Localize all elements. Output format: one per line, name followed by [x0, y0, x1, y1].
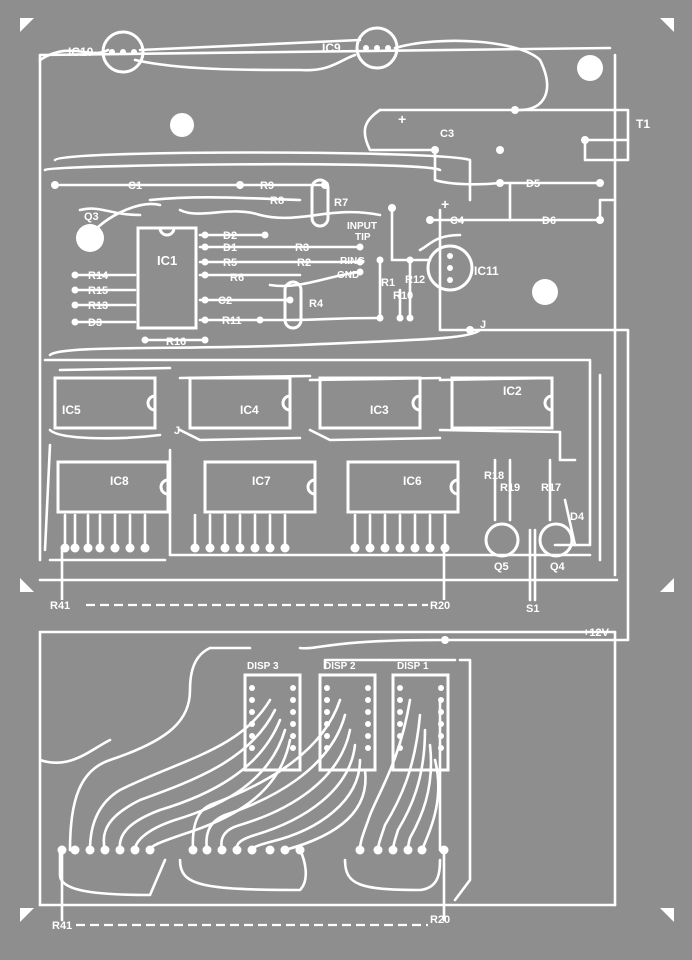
lower-board-pad-rows — [57, 845, 449, 855]
label-r3: R3 — [295, 242, 309, 254]
label-r41-upper: R41 — [50, 600, 70, 612]
label-c2: C2 — [218, 295, 232, 307]
label-t1: T1 — [636, 117, 650, 131]
upper-board-pads — [51, 106, 604, 644]
label-ic6: IC6 — [403, 474, 422, 488]
label-plus-b: + — [441, 196, 449, 212]
label-j1: J — [480, 319, 486, 331]
label-d4: D4 — [570, 511, 585, 523]
label-r20-lower: R20 — [430, 914, 450, 926]
ic-lower-pad-rows — [60, 543, 450, 553]
label-r6: R6 — [230, 272, 244, 284]
label-disp2: DISP 2 — [324, 661, 356, 672]
label-plus-a: + — [398, 111, 406, 127]
label-r16: R16 — [166, 336, 186, 348]
ic8-package — [56, 460, 170, 514]
label-d6: D6 — [542, 215, 556, 227]
label-plus12v: +12V — [583, 627, 610, 639]
label-r15: R15 — [88, 285, 108, 297]
q3-package — [76, 224, 104, 252]
labels: IC10 IC9 IC1 IC11 T1 C3 + + C1 R9 R8 R7 … — [50, 41, 650, 932]
disp1-package — [391, 673, 450, 772]
label-ic4: IC4 — [240, 403, 259, 417]
label-r17: R17 — [541, 482, 561, 494]
label-ic1: IC1 — [157, 253, 177, 268]
label-d1: D1 — [223, 242, 237, 254]
label-r8: R8 — [270, 195, 284, 207]
label-j2: J — [174, 425, 180, 437]
ic-notches — [146, 394, 553, 496]
label-q3: Q3 — [84, 211, 99, 223]
label-ic10: IC10 — [68, 45, 94, 59]
ic5-package — [53, 376, 157, 430]
disp3-package — [243, 673, 302, 772]
label-ic7: IC7 — [252, 474, 271, 488]
label-r1: R1 — [381, 277, 395, 289]
label-c4: C4 — [450, 215, 465, 227]
label-ic5: IC5 — [62, 403, 81, 417]
label-r14: R14 — [88, 270, 109, 282]
label-tip: TIP — [355, 232, 371, 243]
ic4-package — [188, 376, 292, 430]
label-r4: R4 — [309, 298, 324, 310]
q4-package — [538, 522, 574, 558]
label-d5: D5 — [526, 178, 540, 190]
display-packages — [243, 673, 450, 772]
ic6-package — [346, 460, 460, 514]
label-r9: R9 — [260, 180, 274, 192]
ic11-package — [426, 244, 474, 292]
label-r13: R13 — [88, 300, 108, 312]
lower-board-traces — [38, 630, 617, 922]
label-ic2: IC2 — [503, 384, 522, 398]
mounting-holes — [170, 55, 603, 305]
mounting-hole-1 — [170, 113, 194, 137]
label-ic3: IC3 — [370, 403, 389, 417]
label-disp1: DISP 1 — [397, 661, 429, 672]
label-c1: C1 — [128, 180, 142, 192]
label-d3: D3 — [88, 317, 102, 329]
ic1-package — [136, 226, 198, 330]
label-r12: R12 — [405, 274, 425, 286]
display-pins — [249, 685, 444, 751]
label-ic11: IC11 — [474, 264, 499, 278]
label-r5: R5 — [223, 257, 237, 269]
corner-marks — [20, 18, 674, 922]
label-r19: R19 — [500, 482, 520, 494]
label-c3: C3 — [440, 128, 454, 140]
ic9-package — [355, 26, 399, 70]
label-s1: S1 — [526, 603, 539, 615]
label-disp3: DISP 3 — [247, 661, 279, 672]
mounting-hole-2 — [577, 55, 603, 81]
disp2-package — [318, 673, 377, 772]
r4-body — [283, 280, 303, 330]
label-q4: Q4 — [550, 561, 566, 573]
label-d2: D2 — [223, 230, 237, 242]
label-ic9: IC9 — [322, 41, 341, 55]
label-q5: Q5 — [494, 561, 509, 573]
label-r2: R2 — [297, 257, 311, 269]
label-gnd: GND — [337, 270, 359, 281]
label-r10: R10 — [393, 290, 413, 302]
label-ic8: IC8 — [110, 474, 129, 488]
label-r20-upper: R20 — [430, 600, 450, 612]
mounting-hole-3 — [532, 279, 558, 305]
mid-ic-packages — [53, 376, 554, 514]
label-input: INPUT — [347, 221, 377, 232]
ic3-package — [318, 376, 422, 430]
label-ring: RING — [340, 256, 365, 267]
ic2-package — [450, 376, 554, 430]
r7-body — [310, 178, 330, 228]
label-r11: R11 — [222, 315, 242, 327]
label-r41-lower: R41 — [52, 920, 72, 932]
label-r18: R18 — [484, 470, 504, 482]
ic10-package — [101, 30, 145, 74]
label-r7: R7 — [334, 197, 348, 209]
ic7-package — [203, 460, 317, 514]
q5-package — [484, 522, 520, 558]
